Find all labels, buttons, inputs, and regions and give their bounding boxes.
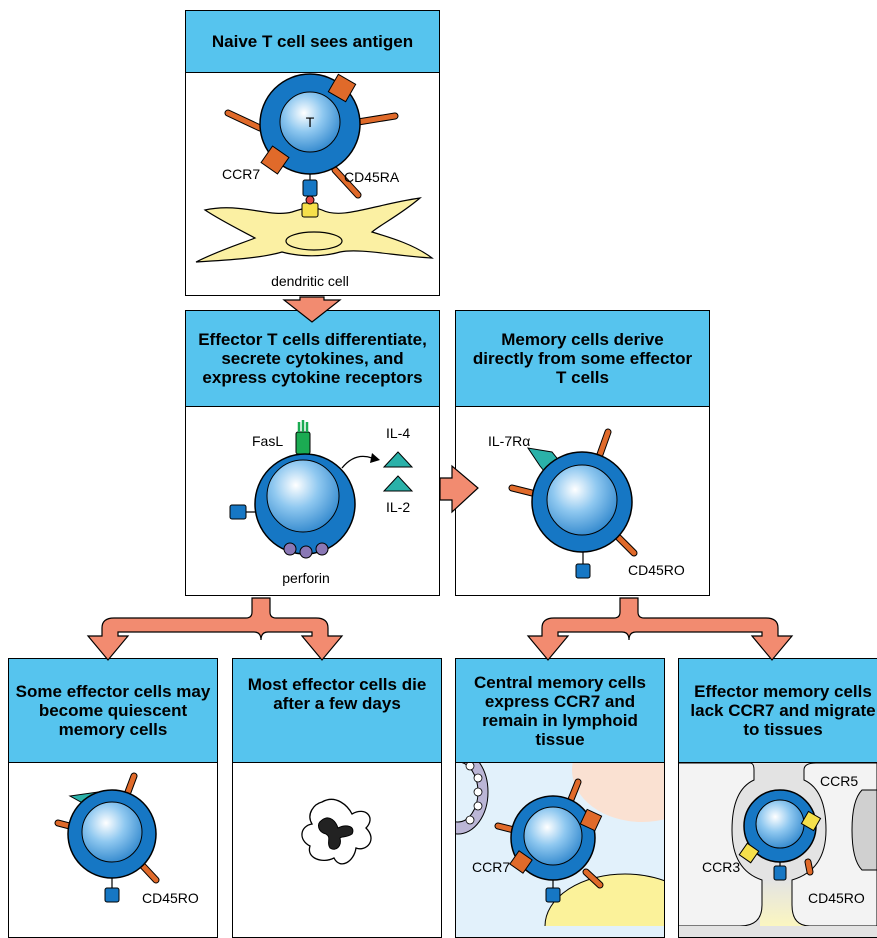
naive-label-ccr7: CCR7 bbox=[222, 166, 260, 182]
quiescent-label-cd45ro: CD45RO bbox=[142, 890, 199, 906]
central-label-ccr7: CCR7 bbox=[472, 859, 510, 875]
naive-cell-letter: T bbox=[306, 114, 315, 130]
panel-effector-memory-title: Effector memory cells lack CCR7 and migr… bbox=[679, 659, 877, 763]
panel-memory-derive-title: Memory cells derive directly from some e… bbox=[456, 311, 709, 407]
memory-cell-illustration: IL-7Rα CD45RO bbox=[488, 428, 685, 579]
effector-label-il2: IL-2 bbox=[386, 499, 410, 515]
branch-arrow-effector bbox=[86, 597, 344, 661]
panel-quiescent-title: Some effector cells may become quiescent… bbox=[9, 659, 217, 763]
die-title-line-1: Most effector cells die bbox=[247, 675, 427, 694]
quiescent-title-line-2: become quiescent bbox=[38, 701, 188, 720]
quiescent-cell-nucleus bbox=[81, 801, 143, 863]
panel-die-title: Most effector cells die after a few days bbox=[233, 659, 441, 763]
effector-title-line-1: Effector T cells differentiate, bbox=[198, 330, 427, 349]
arrow-effector-to-memory bbox=[439, 464, 479, 514]
effector-memory-title-line-1: Effector memory cells bbox=[694, 682, 872, 701]
dying-cell-illustration bbox=[301, 798, 372, 865]
central-title-line-1: Central memory cells bbox=[474, 672, 646, 692]
central-memory-illustration: CCR7 bbox=[456, 763, 664, 926]
panel-naive-title: Naive T cell sees antigen bbox=[186, 11, 439, 73]
memory-label-cd45ro: CD45RO bbox=[628, 562, 685, 578]
effector-memory-title-line-2: lack CCR7 and migrate bbox=[690, 701, 876, 720]
endothelium-wall bbox=[679, 763, 763, 926]
effector-title-line-2: secrete cytokines, and bbox=[221, 349, 404, 368]
condensed-nucleus bbox=[318, 817, 354, 850]
naive-t-cell-nucleus bbox=[279, 91, 341, 153]
central-memory-cell-nucleus bbox=[523, 806, 583, 866]
effector-memory-cell-nucleus bbox=[755, 799, 805, 849]
dendritic-nucleus bbox=[285, 231, 343, 251]
effector-memory-title-line-3: to tissues bbox=[743, 720, 823, 739]
memory-derive-title-line-1: Memory cells derive bbox=[501, 330, 664, 349]
naive-label-cd45ra: CD45RA bbox=[344, 169, 400, 185]
effector-label-perforin: perforin bbox=[282, 570, 329, 586]
effector-memory-illustration: CCR5 CCR3 CD45RO bbox=[679, 763, 877, 926]
panel-effector-title: Effector T cells differentiate, secrete … bbox=[186, 311, 439, 407]
memory-derive-title-line-3: T cells bbox=[556, 368, 609, 387]
effector-label-il4: IL-4 bbox=[386, 425, 410, 441]
effmem-label-cd45ro: CD45RO bbox=[808, 890, 865, 906]
panel-effector-die: Most effector cells die after a few days bbox=[232, 658, 442, 938]
central-title-line-4: tissue bbox=[535, 729, 585, 749]
memory-label-il7ra: IL-7Rα bbox=[488, 433, 530, 449]
memory-cell-nucleus bbox=[546, 464, 618, 536]
effmem-label-ccr3: CCR3 bbox=[702, 859, 740, 875]
effector-cell-nucleus bbox=[266, 459, 340, 533]
effector-label-fasl: FasL bbox=[252, 433, 283, 449]
naive-label-dendritic: dendritic cell bbox=[271, 273, 349, 289]
central-title-line-3: remain in lymphoid bbox=[482, 710, 638, 730]
memory-derive-title-line-2: directly from some effector bbox=[472, 349, 693, 368]
quiescent-title-line-1: Some effector cells may bbox=[15, 682, 211, 701]
quiescent-cell-illustration: CD45RO bbox=[54, 772, 199, 906]
effector-t-cell-illustration: FasL IL-4 IL-2 perforin bbox=[229, 420, 414, 586]
arrow-naive-to-effector bbox=[282, 296, 342, 323]
die-title-line-2: after a few days bbox=[273, 694, 401, 713]
naive-title-text: Naive T cell sees antigen bbox=[211, 32, 414, 51]
effmem-label-ccr5: CCR5 bbox=[820, 773, 858, 789]
central-title-line-2: express CCR7 and bbox=[484, 691, 636, 711]
panel-central-title: Central memory cells express CCR7 and re… bbox=[456, 659, 664, 763]
branch-arrow-memory bbox=[526, 597, 794, 661]
effector-title-line-3: express cytokine receptors bbox=[202, 368, 423, 387]
quiescent-title-line-3: memory cells bbox=[58, 720, 168, 739]
naive-t-cell-illustration: T CCR7 CD45RA dendritic cell bbox=[195, 73, 434, 289]
